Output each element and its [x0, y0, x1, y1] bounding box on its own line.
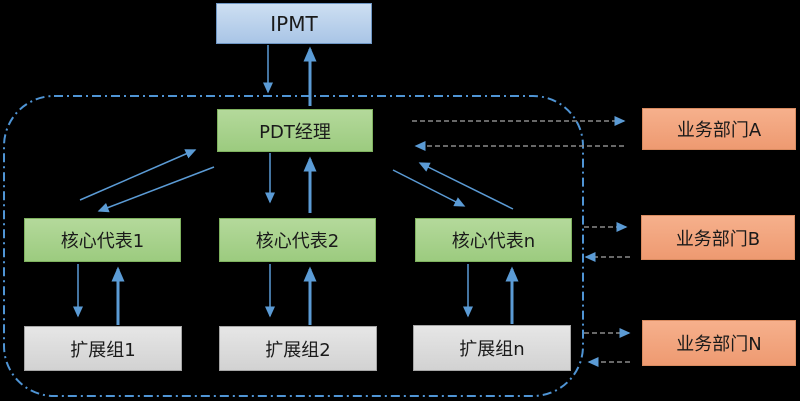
node-business-dept-n-label: 业务部门N — [676, 334, 762, 355]
node-core-rep-n-label: 核心代表n — [451, 231, 536, 252]
node-core-rep-1: 核心代表1 — [24, 218, 181, 262]
node-extension-group-2-label: 扩展组2 — [265, 339, 331, 361]
node-business-dept-b-label: 业务部门B — [675, 228, 761, 250]
edge-coren-to-pdt-arrow — [418, 162, 514, 210]
node-pdt-manager-label: PDT经理 — [259, 121, 331, 143]
node-extension-group-1: 扩展组1 — [24, 326, 182, 371]
node-extension-group-2: 扩展组2 — [219, 326, 377, 371]
node-ipmt: IPMT — [216, 3, 372, 44]
node-extension-group-n-label: 扩展组n — [459, 339, 525, 360]
node-ipmt-label: IPMT — [270, 11, 318, 36]
node-business-dept-b: 业务部门B — [641, 215, 795, 260]
node-core-rep-2: 核心代表2 — [219, 218, 376, 262]
edge-pdt-to-core1-arrow — [97, 166, 215, 213]
node-extension-group-1-label: 扩展组1 — [70, 339, 136, 361]
node-pdt-manager: PDT经理 — [217, 109, 373, 152]
node-business-dept-a-label: 业务部门A — [676, 120, 762, 141]
edge-core1-to-pdt-arrow — [79, 149, 197, 201]
node-core-rep-1-label: 核心代表1 — [60, 231, 145, 252]
edge-pdt-to-coren-arrow — [392, 169, 466, 207]
node-core-rep-2-label: 核心代表2 — [255, 231, 340, 252]
node-business-dept-n: 业务部门N — [642, 320, 796, 366]
node-business-dept-a: 业务部门A — [642, 108, 796, 150]
node-core-rep-n: 核心代表n — [415, 218, 572, 262]
node-extension-group-n: 扩展组n — [413, 325, 571, 371]
